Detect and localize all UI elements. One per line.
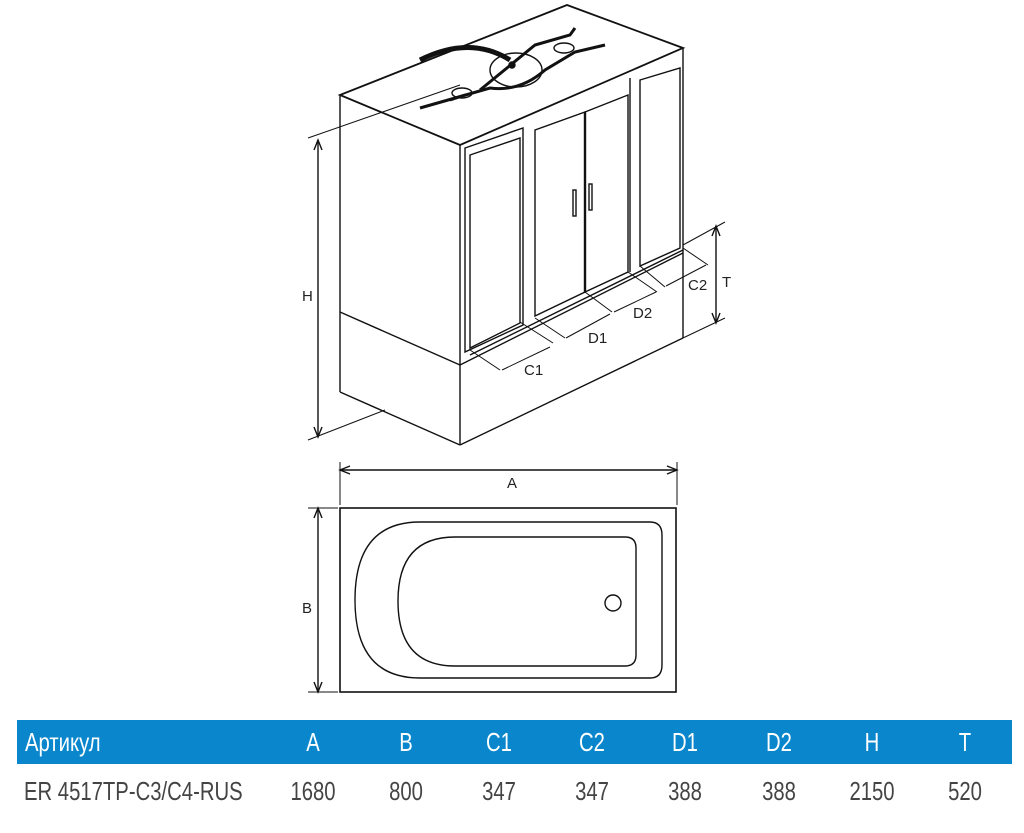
cabin-isometric xyxy=(337,4,686,446)
label-c1: C1 xyxy=(524,362,543,379)
cell-h: 2150 xyxy=(849,776,895,806)
header-b: B xyxy=(399,727,413,757)
label-b: B xyxy=(302,600,312,617)
label-a: A xyxy=(507,475,517,492)
header-c2: C2 xyxy=(579,727,605,757)
dimension-door-widths: C1 D1 D2 C2 xyxy=(469,247,709,379)
door-handle-right xyxy=(588,183,593,211)
cell-t: 520 xyxy=(948,776,982,806)
dimension-b: B xyxy=(302,506,338,694)
dimension-t: T xyxy=(682,221,731,339)
label-d2: D2 xyxy=(633,305,652,322)
label-t: T xyxy=(722,274,731,291)
header-d1: D1 xyxy=(672,727,698,757)
shower-cabin-diagram: H T C1 D1 D2 C2 A xyxy=(302,4,731,694)
header-h: H xyxy=(864,727,880,757)
header-t: T xyxy=(958,727,972,757)
cell-c1: 347 xyxy=(482,776,516,806)
cell-d1: 388 xyxy=(668,776,702,806)
cell-article: ER 4517TP-C3/C4-RUS xyxy=(24,776,243,806)
cell-a: 1680 xyxy=(290,776,336,806)
header-a: A xyxy=(306,727,320,757)
bathtub-top-view xyxy=(339,507,677,693)
label-d1: D1 xyxy=(588,330,607,347)
cell-d2: 388 xyxy=(762,776,796,806)
header-c1: C1 xyxy=(486,727,512,757)
cell-b: 800 xyxy=(389,776,423,806)
dimension-h: H xyxy=(302,84,461,441)
door-handle-left xyxy=(572,189,577,217)
label-h: H xyxy=(302,288,313,305)
header-d2: D2 xyxy=(766,727,792,757)
spec-table-header: Артикул A B C1 C2 D1 D2 H T xyxy=(17,720,1012,764)
cell-c2: 347 xyxy=(575,776,609,806)
dimension-a: A xyxy=(338,462,679,505)
label-c2: C2 xyxy=(688,277,707,294)
header-article: Артикул xyxy=(25,727,101,757)
